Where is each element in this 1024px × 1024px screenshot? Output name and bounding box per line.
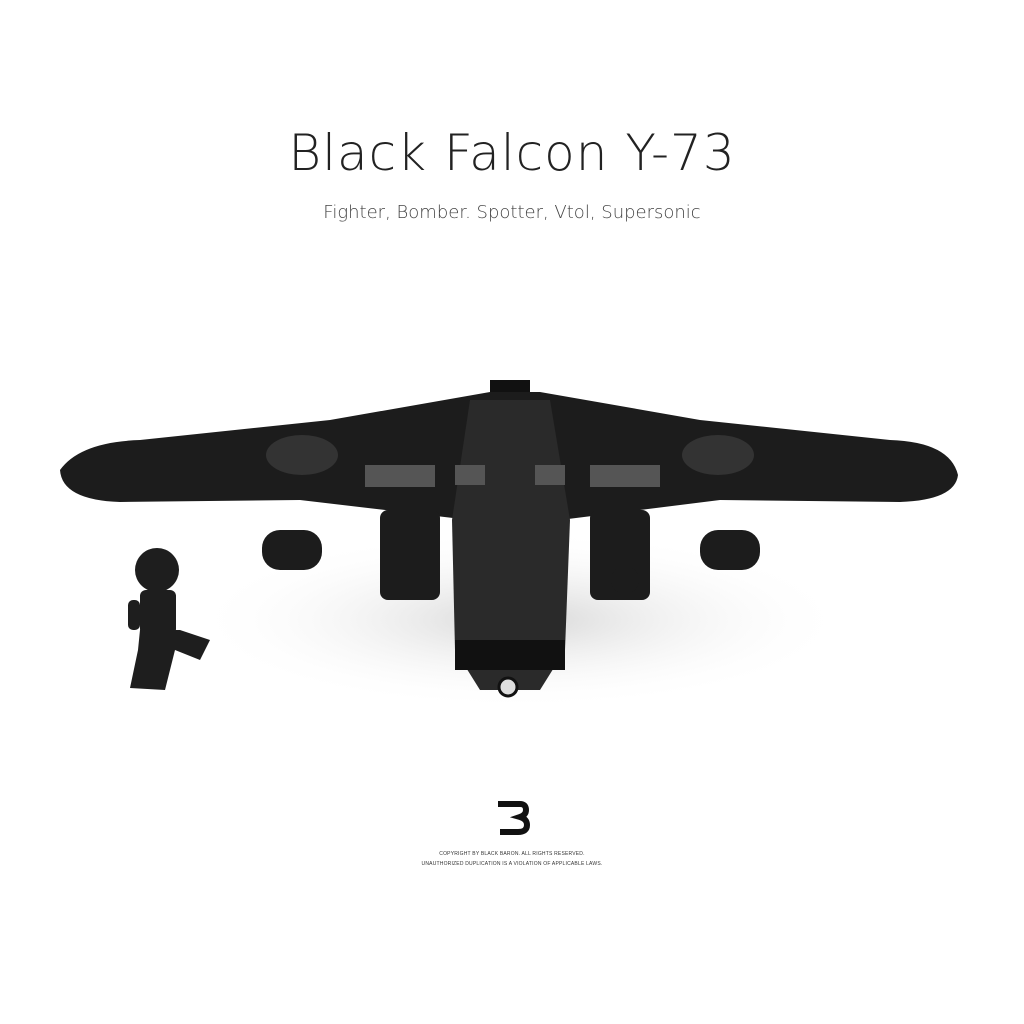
black-baron-logo bbox=[498, 801, 530, 835]
copyright-notice: COPYRIGHT BY BLACK BARON. ALL RIGHTS RES… bbox=[439, 851, 585, 857]
spaceship-photo bbox=[60, 380, 958, 710]
minifigure-pilot bbox=[128, 548, 210, 690]
spaceship-model bbox=[60, 380, 958, 698]
poster-title: Black Falcon Y-73 bbox=[288, 124, 736, 182]
poster-subtitle: Fighter, Bomber. Spotter, Vtol, Superson… bbox=[323, 202, 701, 223]
duplication-notice: UNAUTHORIZED DUPLICATION IS A VIOLATION … bbox=[421, 861, 603, 867]
